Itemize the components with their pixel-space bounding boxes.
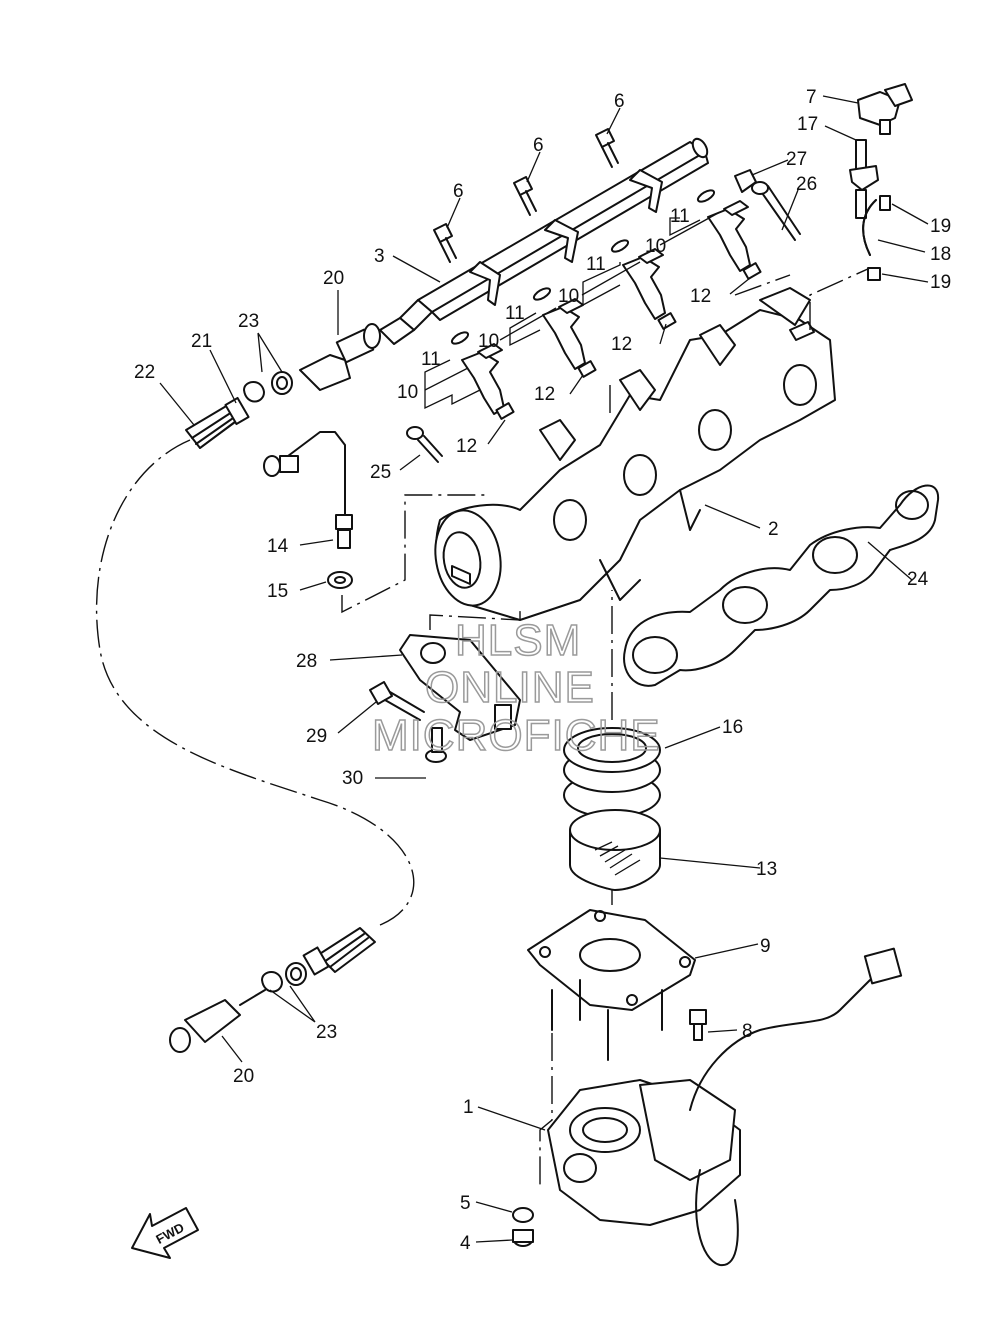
svg-text:ONLINE: ONLINE — [425, 663, 595, 712]
injector-o-ring[interactable] — [450, 330, 470, 346]
callout-2: 2 — [768, 519, 779, 540]
callout-14: 14 — [267, 536, 289, 557]
callout-11: 11 — [586, 254, 606, 275]
callout-20: 20 — [233, 1066, 254, 1087]
callout-23: 23 — [316, 1022, 337, 1043]
callout-24: 24 — [907, 569, 929, 590]
callout-3: 3 — [374, 246, 385, 267]
forward-direction-arrow: FWD — [131, 1207, 199, 1259]
callout-27: 27 — [786, 149, 807, 170]
pressure-sensor[interactable] — [263, 431, 353, 549]
fuel-rail[interactable] — [379, 136, 710, 345]
callout-10: 10 — [478, 331, 499, 352]
callout-25: 25 — [370, 462, 391, 483]
bolt[interactable] — [751, 181, 801, 241]
rail-bolt[interactable] — [433, 223, 457, 263]
harness-route-line — [95, 439, 415, 926]
bolt[interactable] — [406, 426, 443, 463]
callout-23: 23 — [238, 311, 259, 332]
callout-11: 11 — [421, 349, 441, 370]
fuel-injector[interactable] — [707, 200, 762, 280]
callout-9: 9 — [760, 936, 771, 957]
callout-6: 6 — [453, 181, 464, 202]
clamp[interactable] — [243, 381, 265, 403]
bolt[interactable] — [369, 681, 425, 721]
callout-1: 1 — [463, 1097, 474, 1118]
flame-arrestor[interactable] — [569, 809, 661, 891]
callout-17: 17 — [797, 114, 818, 135]
bolt[interactable] — [425, 727, 447, 763]
callout-21: 21 — [191, 331, 212, 352]
rail-bolt[interactable] — [595, 128, 619, 168]
connector-boot[interactable] — [317, 927, 376, 973]
callout-10: 10 — [558, 286, 579, 307]
fuel-injector[interactable] — [542, 298, 597, 378]
injector-o-ring[interactable] — [610, 238, 630, 254]
callout-8: 8 — [742, 1021, 753, 1042]
temperature-sensor[interactable] — [169, 989, 266, 1053]
callout-18: 18 — [930, 244, 951, 265]
clamp[interactable] — [261, 971, 283, 993]
bracket[interactable] — [399, 634, 521, 741]
rail-bolt[interactable] — [513, 176, 537, 216]
leader-lines — [159, 95, 929, 1243]
callout-4: 4 — [460, 1233, 471, 1254]
callout-20: 20 — [323, 268, 344, 289]
callout-29: 29 — [306, 726, 327, 747]
callout-labels: 6 6 6 7 17 27 26 19 18 19 3 11 10 11 10 … — [134, 87, 951, 1254]
callout-15: 15 — [267, 581, 288, 602]
svg-text:MICROFICHE: MICROFICHE — [372, 711, 661, 760]
connector-sleeve[interactable] — [302, 946, 330, 976]
callout-16: 16 — [722, 717, 743, 738]
temperature-sensor[interactable] — [299, 323, 381, 391]
callout-5: 5 — [460, 1193, 471, 1214]
screw[interactable] — [734, 169, 757, 193]
hose-clip[interactable] — [879, 195, 891, 211]
rubber-joint[interactable] — [563, 727, 661, 818]
assembly-guide-lines — [341, 267, 871, 1190]
manifold-gasket[interactable] — [623, 484, 940, 687]
callout-12: 12 — [611, 334, 632, 355]
callout-6: 6 — [533, 135, 544, 156]
washer[interactable] — [327, 571, 353, 589]
injector-o-ring[interactable] — [696, 188, 716, 204]
callout-6: 6 — [614, 91, 625, 112]
throttle-body[interactable] — [547, 947, 903, 1267]
callout-11: 11 — [670, 206, 690, 227]
callout-10: 10 — [397, 382, 418, 403]
vacuum-hose[interactable] — [862, 199, 877, 256]
fuel-injector[interactable] — [622, 248, 677, 330]
clamp[interactable] — [285, 962, 307, 986]
callout-12: 12 — [456, 436, 477, 457]
throttle-gasket[interactable] — [527, 909, 696, 1011]
callout-13: 13 — [756, 859, 777, 880]
callout-12: 12 — [690, 286, 711, 307]
callout-10: 10 — [645, 236, 666, 257]
callout-19: 19 — [930, 272, 951, 293]
callout-28: 28 — [296, 651, 317, 672]
clamp[interactable] — [271, 371, 293, 395]
screw[interactable] — [689, 1009, 707, 1041]
callout-7: 7 — [806, 87, 817, 108]
injector-o-ring[interactable] — [532, 286, 552, 302]
callout-12: 12 — [534, 384, 555, 405]
watermark: HLSM ONLINE MICROFICHE — [371, 615, 661, 761]
callout-22: 22 — [134, 362, 155, 383]
hose-joint[interactable] — [849, 139, 879, 219]
callout-11: 11 — [505, 303, 525, 324]
nut[interactable] — [512, 1229, 534, 1247]
connector-sleeve[interactable] — [224, 396, 250, 426]
callout-19: 19 — [930, 216, 951, 237]
callout-26: 26 — [796, 174, 817, 195]
svg-text:HLSM: HLSM — [455, 616, 581, 665]
fuel-injector[interactable] — [461, 343, 515, 420]
callout-30: 30 — [342, 768, 363, 789]
hose-clip[interactable] — [867, 267, 881, 281]
intake-manifold[interactable] — [428, 287, 836, 621]
map-sensor[interactable] — [857, 83, 913, 135]
washer[interactable] — [512, 1207, 534, 1223]
